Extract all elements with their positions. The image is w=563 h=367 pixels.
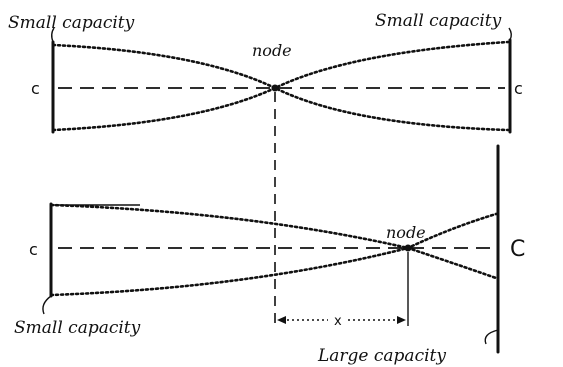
- bottom-left-plate-leader: [42, 295, 52, 315]
- bottom-right-capacity-label: Large capacity: [317, 346, 446, 366]
- bottom-curve-1: [49, 203, 498, 280]
- top-right-plate-leader: [508, 27, 512, 41]
- top-left-capacity-label: Small capacity: [8, 13, 135, 33]
- distance-arrow-right: [397, 316, 406, 324]
- bottom-left-plate-label: c: [29, 240, 38, 259]
- bottom-node-label: node: [386, 223, 426, 242]
- bottom-left-capacity-label: Small capacity: [14, 318, 141, 338]
- top-diagram: Small capacity Small capacity node c c: [8, 11, 523, 134]
- top-node-point: [271, 84, 279, 92]
- top-right-plate-label: c: [514, 79, 523, 98]
- bottom-right-plate-label: C: [510, 237, 525, 262]
- distance-label: x: [334, 314, 342, 329]
- distance-dimension: x: [277, 252, 409, 329]
- top-node-label: node: [252, 41, 292, 60]
- bottom-node-point: [404, 244, 412, 252]
- top-left-plate-label: c: [31, 79, 40, 98]
- bottom-curve-2: [49, 212, 498, 297]
- distance-arrow-left: [277, 316, 286, 324]
- top-left-plate-leader: [51, 27, 55, 43]
- top-right-capacity-label: Small capacity: [375, 11, 502, 31]
- bottom-diagram: node c C Small capacity Large capacity: [14, 144, 525, 366]
- bottom-right-plate-leader: [484, 329, 499, 345]
